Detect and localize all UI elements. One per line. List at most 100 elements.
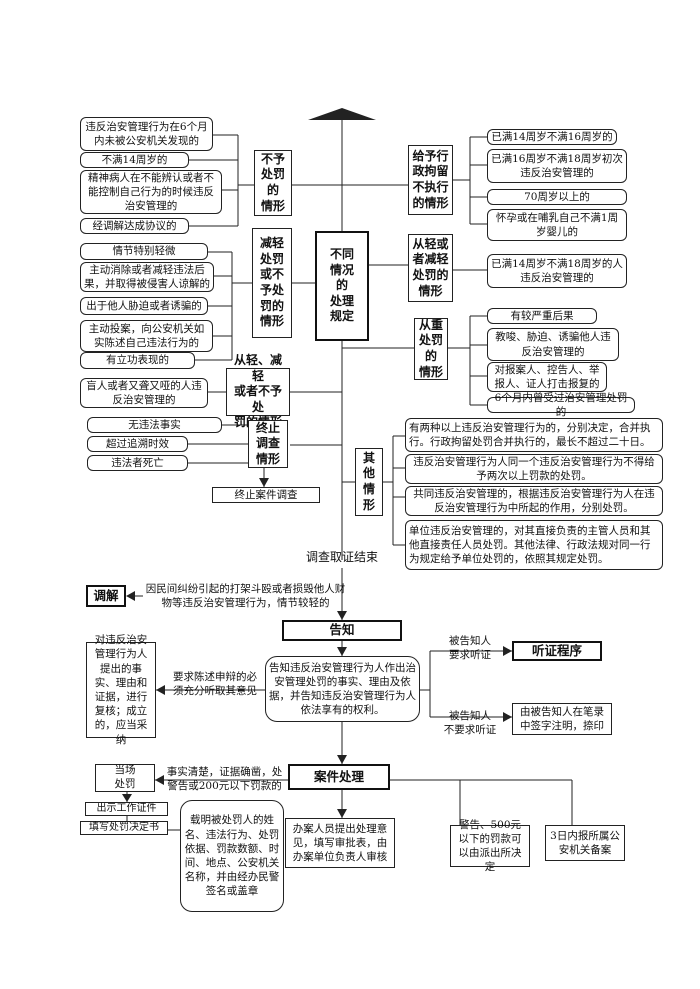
terminate-item-text: 无违法事实 bbox=[128, 418, 181, 431]
notify-box: 告知 bbox=[282, 620, 402, 641]
notify-content-box: 告知违反治安管理行为人作出治安管理处罚的事实、理由及依据，并告知违反治安管理行为… bbox=[265, 656, 420, 722]
no-penalty-item-text: 不满14周岁的 bbox=[101, 153, 168, 166]
detention-item-text: 70周岁以上的 bbox=[524, 190, 590, 203]
other-item: 共同违反治安管理的，根据违反治安管理行为人在违反治安管理行为中所起的作用，分别处… bbox=[405, 486, 663, 516]
mediation-condition: 因民间纠纷引起的打架斗殴或者损毁他人财物等违反治安管理行为，情节较轻的 bbox=[145, 583, 346, 610]
other-item: 违反治安管理行为人同一个违反治安管理行为不得给予两次以上罚款的处罚。 bbox=[405, 454, 663, 484]
show-id-box: 出示工作证件 bbox=[85, 802, 168, 816]
no-penalty-item: 精神病人在不能辨认或者不能控制自己行为的时候违反治安管理的 bbox=[80, 170, 222, 214]
lighter-title: 从轻或 者减轻 处罚的 情形 bbox=[408, 234, 453, 302]
other-item-text: 共同违反治安管理的，根据违反治安管理行为人在违反治安管理行为中所起的作用，分别处… bbox=[413, 487, 655, 514]
no-penalty-title: 不予 处罚 的 情形 bbox=[254, 150, 292, 216]
detention-item: 已满16周岁不满18周岁初次违反治安管理的 bbox=[487, 149, 627, 183]
terminate-item: 超过追溯时效 bbox=[87, 436, 188, 452]
terminate-item: 无违法事实 bbox=[87, 417, 222, 433]
reduce-exempt-item-text: 有立功表现的 bbox=[106, 354, 169, 367]
case-handling-box: 案件处理 bbox=[288, 764, 390, 790]
approval-text: 办案人员提出处理意见，填写审批表，由办案单位负责人审核 bbox=[292, 822, 388, 864]
detention-item-text: 已满14周岁不满16周岁的 bbox=[491, 130, 613, 143]
heavier-item-text: 6个月内曾受过治安管理处罚的 bbox=[494, 391, 628, 418]
lighter-item: 已满14周岁不满18周岁的人违反治安管理的 bbox=[487, 254, 627, 288]
heavier-item-text: 对报案人、控告人、举报人、证人打击报复的 bbox=[494, 363, 600, 390]
no-penalty-item: 经调解达成协议的 bbox=[80, 218, 189, 234]
other-item-text: 有两种以上违反治安管理行为的，分别决定，合并执行。行政拘留处罚合并执行的，最长不… bbox=[409, 421, 651, 448]
other-title: 其 他 情 形 bbox=[355, 448, 383, 516]
terminate-result-text: 终止案件调查 bbox=[234, 488, 298, 501]
terminate-title-text: 终止 调查 情形 bbox=[255, 420, 280, 466]
terminate-result: 终止案件调查 bbox=[212, 487, 320, 503]
lighter-item-text: 已满14周岁不满18周岁的人违反治安管理的 bbox=[491, 257, 623, 284]
other-item: 有两种以上违反治安管理行为的，分别决定，合并执行。行政拘留处罚合并执行的，最长不… bbox=[405, 418, 663, 452]
no-penalty-item: 不满14周岁的 bbox=[80, 152, 189, 168]
center-rules-box: 不同 情况 的 处理 规定 bbox=[315, 231, 369, 341]
blind-deaf-item: 盲人或者又聋又哑的人违反治安管理的 bbox=[80, 378, 208, 408]
no-penalty-title-text: 不予 处罚 的 情形 bbox=[260, 151, 285, 213]
detention-item: 70周岁以上的 bbox=[487, 189, 627, 205]
no-hearing-request-label: 被告知人 不要求听证 bbox=[443, 710, 497, 737]
other-item-text: 违反治安管理行为人同一个违反治安管理行为不得给予两次以上罚款的处罚。 bbox=[413, 455, 655, 482]
heavier-item-text: 有较严重后果 bbox=[510, 309, 574, 322]
onsite-box: 当场 处罚 bbox=[95, 764, 155, 792]
notify-text: 告知 bbox=[329, 622, 355, 638]
detention-item-text: 已满16周岁不满18周岁初次违反治安管理的 bbox=[491, 152, 623, 179]
heavier-title: 从重 处罚 的 情形 bbox=[414, 318, 448, 380]
heavier-title-text: 从重 处罚 的 情形 bbox=[418, 317, 443, 379]
no-penalty-item-text: 违反治安管理行为在6个月内未被公安机关发现的 bbox=[85, 120, 208, 147]
reduce-exempt-item-text: 出于他人胁迫或者诱骗的 bbox=[86, 299, 202, 312]
no-penalty-item-text: 经调解达成协议的 bbox=[92, 219, 177, 232]
review-text: 对违反治安管理行为人提出的事实、理由和证据，进行复核；成立的，应当采纳 bbox=[94, 634, 148, 746]
detention-title: 给予行 政拘留 不执行 的情形 bbox=[408, 145, 453, 215]
heavier-item: 6个月内曾受过治安管理处罚的 bbox=[487, 392, 635, 418]
police-station-box: 警告、500元以下的罚款可以由派出所决定 bbox=[450, 819, 530, 873]
no-hearing-result-box: 由被告知人在笔录中签字注明，捺印 bbox=[512, 703, 612, 735]
no-hearing-result-text: 由被告知人在笔录中签字注明，捺印 bbox=[520, 705, 604, 732]
detention-item: 已满14周岁不满16周岁的 bbox=[487, 129, 617, 145]
reduce-exempt-item-text: 主动消除或者减轻违法后果，并取得被侵害人谅解的 bbox=[84, 263, 210, 290]
other-item: 单位违反治安管理的，对其直接负责的主管人员和其他直接责任人员处罚。其他法律、行政… bbox=[405, 520, 663, 570]
hearing-text: 听证程序 bbox=[531, 642, 582, 658]
heavier-item: 有较严重后果 bbox=[487, 308, 597, 324]
reduce-exempt-item-text: 主动投案，向公安机关如实陈述自己违法行为的 bbox=[88, 322, 205, 349]
filing-box: 3日内报所属公安机关备案 bbox=[545, 825, 625, 861]
blind-deaf-text: 盲人或者又聋又哑的人违反治安管理的 bbox=[86, 379, 202, 406]
review-box: 对违反治安管理行为人提出的事实、理由和证据，进行复核；成立的，应当采纳 bbox=[86, 634, 156, 746]
reduce-exempt-title-text: 减轻 处罚 或不 予处 罚的 情形 bbox=[259, 236, 284, 329]
fill-decision-text: 填写处罚决定书 bbox=[89, 822, 159, 834]
terminate-item: 违法者死亡 bbox=[87, 455, 188, 471]
other-item-text: 单位违反治安管理的，对其直接负责的主管人员和其他直接责任人员处罚。其他法律、行政… bbox=[409, 524, 651, 566]
no-penalty-item-text: 精神病人在不能辨认或者不能控制自己行为的时候违反治安管理的 bbox=[88, 171, 214, 213]
reduce-exempt-item: 出于他人胁迫或者诱骗的 bbox=[80, 297, 208, 315]
onsite-text: 当场 处罚 bbox=[114, 764, 136, 790]
fill-decision-box: 填写处罚决定书 bbox=[80, 821, 168, 835]
reduce-exempt-item: 有立功表现的 bbox=[80, 352, 195, 369]
heavier-item: 教唆、胁迫、诱骗他人违反治安管理的 bbox=[487, 328, 619, 361]
no-penalty-item: 违反治安管理行为在6个月内未被公安机关发现的 bbox=[80, 117, 213, 151]
reduce-exempt-item: 主动消除或者减轻违法后果，并取得被侵害人谅解的 bbox=[80, 262, 214, 292]
approval-box: 办案人员提出处理意见，填写审批表，由办案单位负责人审核 bbox=[285, 818, 395, 868]
detention-item-text: 怀孕或在哺乳自己不满1周岁婴儿的 bbox=[495, 211, 619, 238]
detention-item: 怀孕或在哺乳自己不满1周岁婴儿的 bbox=[487, 209, 627, 241]
statement-note: 要求陈述申辩的必须充分听取其意见 bbox=[173, 671, 257, 698]
heavier-item-text: 教唆、胁迫、诱骗他人违反治安管理的 bbox=[495, 331, 611, 358]
reduce-exempt-item: 主动投案，向公安机关如实陈述自己违法行为的 bbox=[80, 320, 213, 352]
mediation-text: 调解 bbox=[93, 587, 119, 603]
lighter-title-text: 从轻或 者减轻 处罚的 情形 bbox=[412, 236, 449, 298]
reduce-exempt-item-text: 情节特别轻微 bbox=[112, 245, 176, 258]
mediation-box: 调解 bbox=[86, 585, 126, 607]
case-handling-text: 案件处理 bbox=[313, 768, 364, 784]
reduce-exempt-title: 减轻 处罚 或不 予处 罚的 情形 bbox=[252, 228, 292, 338]
notify-content-text: 告知违反治安管理行为人作出治安管理处罚的事实、理由及依据，并告知违反治安管理行为… bbox=[269, 661, 416, 717]
onsite-condition: 事实清楚，证据确凿，处警告或200元以下罚款的 bbox=[166, 766, 283, 793]
reduce-exempt-item: 情节特别轻微 bbox=[80, 243, 208, 260]
filing-text: 3日内报所属公安机关备案 bbox=[550, 829, 620, 856]
heavier-item: 对报案人、控告人、举报人、证人打击报复的 bbox=[487, 362, 607, 392]
decision-content-text: 载明被处罚人的姓名、违法行为、处罚依据、罚款数额、时间、地点、公安机关名称，并由… bbox=[184, 814, 280, 898]
police-station-text: 警告、500元以下的罚款可以由派出所决定 bbox=[458, 818, 522, 874]
show-id-text: 出示工作证件 bbox=[96, 803, 157, 815]
decision-content-box: 载明被处罚人的姓名、违法行为、处罚依据、罚款数额、时间、地点、公安机关名称，并由… bbox=[180, 800, 284, 912]
hearing-box: 听证程序 bbox=[512, 641, 602, 661]
detention-title-text: 给予行 政拘留 不执行 的情形 bbox=[412, 148, 449, 210]
terminate-item-text: 超过追溯时效 bbox=[106, 437, 169, 450]
